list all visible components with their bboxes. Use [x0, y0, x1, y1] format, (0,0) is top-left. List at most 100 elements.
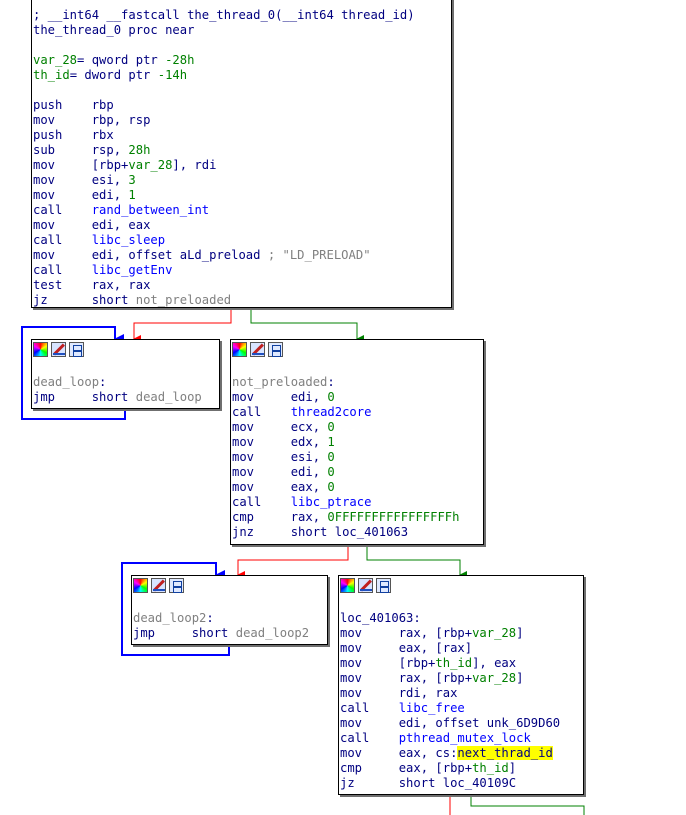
mnemonic[interactable]: call [33, 263, 63, 277]
rename-icon[interactable] [51, 342, 66, 357]
mnemonic[interactable]: call [33, 203, 63, 217]
mnemonic[interactable]: mov [232, 465, 255, 479]
mnemonic-padding [55, 188, 92, 202]
instruction-line: cmp eax, [rbp+th_id] [340, 761, 583, 776]
mnemonic[interactable]: test [33, 278, 63, 292]
mnemonic[interactable]: mov [340, 746, 363, 760]
mnemonic-padding [261, 495, 290, 509]
operand-text: ] [508, 761, 517, 775]
function-reference[interactable]: thread2core [290, 405, 372, 419]
stack-variable[interactable]: th_id [435, 656, 473, 670]
mnemonic-padding [55, 158, 92, 172]
instruction-line: mov edi, eax [33, 218, 451, 233]
mnemonic[interactable]: mov [340, 716, 363, 730]
palette-icon[interactable] [33, 342, 48, 357]
mnemonic[interactable]: call [232, 495, 262, 509]
mnemonic[interactable]: mov [340, 686, 363, 700]
instruction-line: mov esi, 0 [232, 450, 483, 465]
mnemonic-padding [362, 686, 399, 700]
instruction-line: mov edi, offset aLd_preload ; "LD_PRELOA… [33, 248, 451, 263]
blank-line [33, 83, 451, 98]
mnemonic[interactable]: push [33, 98, 63, 112]
mnemonic[interactable]: mov [33, 248, 56, 262]
mnemonic[interactable]: jmp [33, 390, 56, 404]
rename-icon[interactable] [358, 578, 373, 593]
mnemonic[interactable]: jz [340, 776, 355, 790]
highlighted-symbol[interactable]: next_thrad_id [457, 746, 553, 760]
mnemonic[interactable]: mov [33, 188, 56, 202]
stack-variable[interactable]: th_id [33, 68, 70, 82]
operand-text: ] [516, 626, 524, 640]
stack-variable[interactable]: var_28 [472, 626, 517, 640]
mnemonic[interactable]: jmp [133, 626, 156, 640]
mnemonic[interactable]: mov [33, 173, 56, 187]
label-reference[interactable]: dead_loop [135, 390, 202, 404]
graph-icon[interactable] [69, 342, 84, 357]
block-the-thread-0[interactable]: ; __int64 __fastcall the_thread_0(__int6… [31, 0, 452, 308]
operand-text: short loc_40109C [398, 776, 517, 790]
block-code: dead_loop2:jmp short dead_loop2 [132, 595, 327, 641]
mnemonic[interactable]: mov [232, 450, 255, 464]
graph-icon[interactable] [169, 578, 184, 593]
operand-text: edi, [290, 465, 328, 479]
mnemonic-padding [62, 203, 91, 217]
mnemonic-padding [362, 761, 399, 775]
palette-icon[interactable] [232, 342, 247, 357]
rename-icon[interactable] [151, 578, 166, 593]
label-reference[interactable]: not_preloaded [135, 293, 232, 307]
mnemonic[interactable]: mov [33, 158, 56, 172]
mnemonic[interactable]: cmp [340, 761, 363, 775]
instruction-line: mov esi, 3 [33, 173, 451, 188]
palette-icon[interactable] [133, 578, 148, 593]
mnemonic[interactable]: cmp [232, 510, 255, 524]
graph-icon[interactable] [268, 342, 283, 357]
mnemonic[interactable]: mov [340, 656, 363, 670]
label-reference[interactable]: dead_loop2 [133, 611, 207, 625]
mnemonic-padding [55, 113, 92, 127]
mnemonic[interactable]: mov [340, 671, 363, 685]
mnemonic[interactable]: mov [340, 626, 363, 640]
mnemonic-padding [55, 143, 92, 157]
block-dead-loop[interactable]: dead_loop:jmp short dead_loop [31, 339, 220, 409]
mnemonic[interactable]: call [340, 701, 370, 715]
label-reference[interactable]: not_preloaded [232, 375, 328, 389]
operand-text: eax, cs: [398, 746, 458, 760]
operand-text: [rbp+ [91, 158, 129, 172]
mnemonic[interactable]: call [340, 731, 370, 745]
graph-icon[interactable] [376, 578, 391, 593]
mnemonic[interactable]: mov [340, 641, 363, 655]
function-reference[interactable]: rand_between_int [91, 203, 210, 217]
stack-variable[interactable]: th_id [472, 761, 509, 775]
stack-variable[interactable]: var_28 [128, 158, 173, 172]
mnemonic[interactable]: jz [33, 293, 48, 307]
mnemonic[interactable]: call [232, 405, 262, 419]
mnemonic[interactable]: mov [232, 420, 255, 434]
mnemonic[interactable]: sub [33, 143, 56, 157]
mnemonic[interactable]: mov [232, 480, 255, 494]
block-dead-loop2[interactable]: dead_loop2:jmp short dead_loop2 [131, 575, 328, 645]
mnemonic[interactable]: mov [232, 435, 255, 449]
function-reference[interactable]: libc_getEnv [91, 263, 173, 277]
function-reference[interactable]: libc_free [398, 701, 465, 715]
block-loc-401063[interactable]: loc_401063:mov rax, [rbp+var_28]mov eax,… [338, 575, 584, 795]
mnemonic[interactable]: push [33, 128, 63, 142]
function-reference[interactable]: pthread_mutex_lock [398, 731, 531, 745]
mnemonic[interactable]: mov [33, 113, 56, 127]
label-reference[interactable]: dead_loop2 [235, 626, 310, 640]
mnemonic[interactable]: call [33, 233, 63, 247]
mnemonic[interactable]: mov [33, 218, 56, 232]
function-reference[interactable]: libc_sleep [91, 233, 166, 247]
instruction-line: mov rbp, rsp [33, 113, 451, 128]
mnemonic[interactable]: jnz [232, 525, 255, 539]
stack-variable[interactable]: var_28 [472, 671, 517, 685]
operand-text: : [206, 611, 214, 625]
mnemonic[interactable]: mov [232, 390, 255, 404]
function-reference[interactable]: libc_ptrace [290, 495, 372, 509]
instruction-line: mov edi, 0 [232, 390, 483, 405]
stack-variable[interactable]: var_28 [33, 53, 78, 67]
palette-icon[interactable] [340, 578, 355, 593]
label-reference[interactable]: dead_loop [33, 375, 100, 389]
rename-icon[interactable] [250, 342, 265, 357]
